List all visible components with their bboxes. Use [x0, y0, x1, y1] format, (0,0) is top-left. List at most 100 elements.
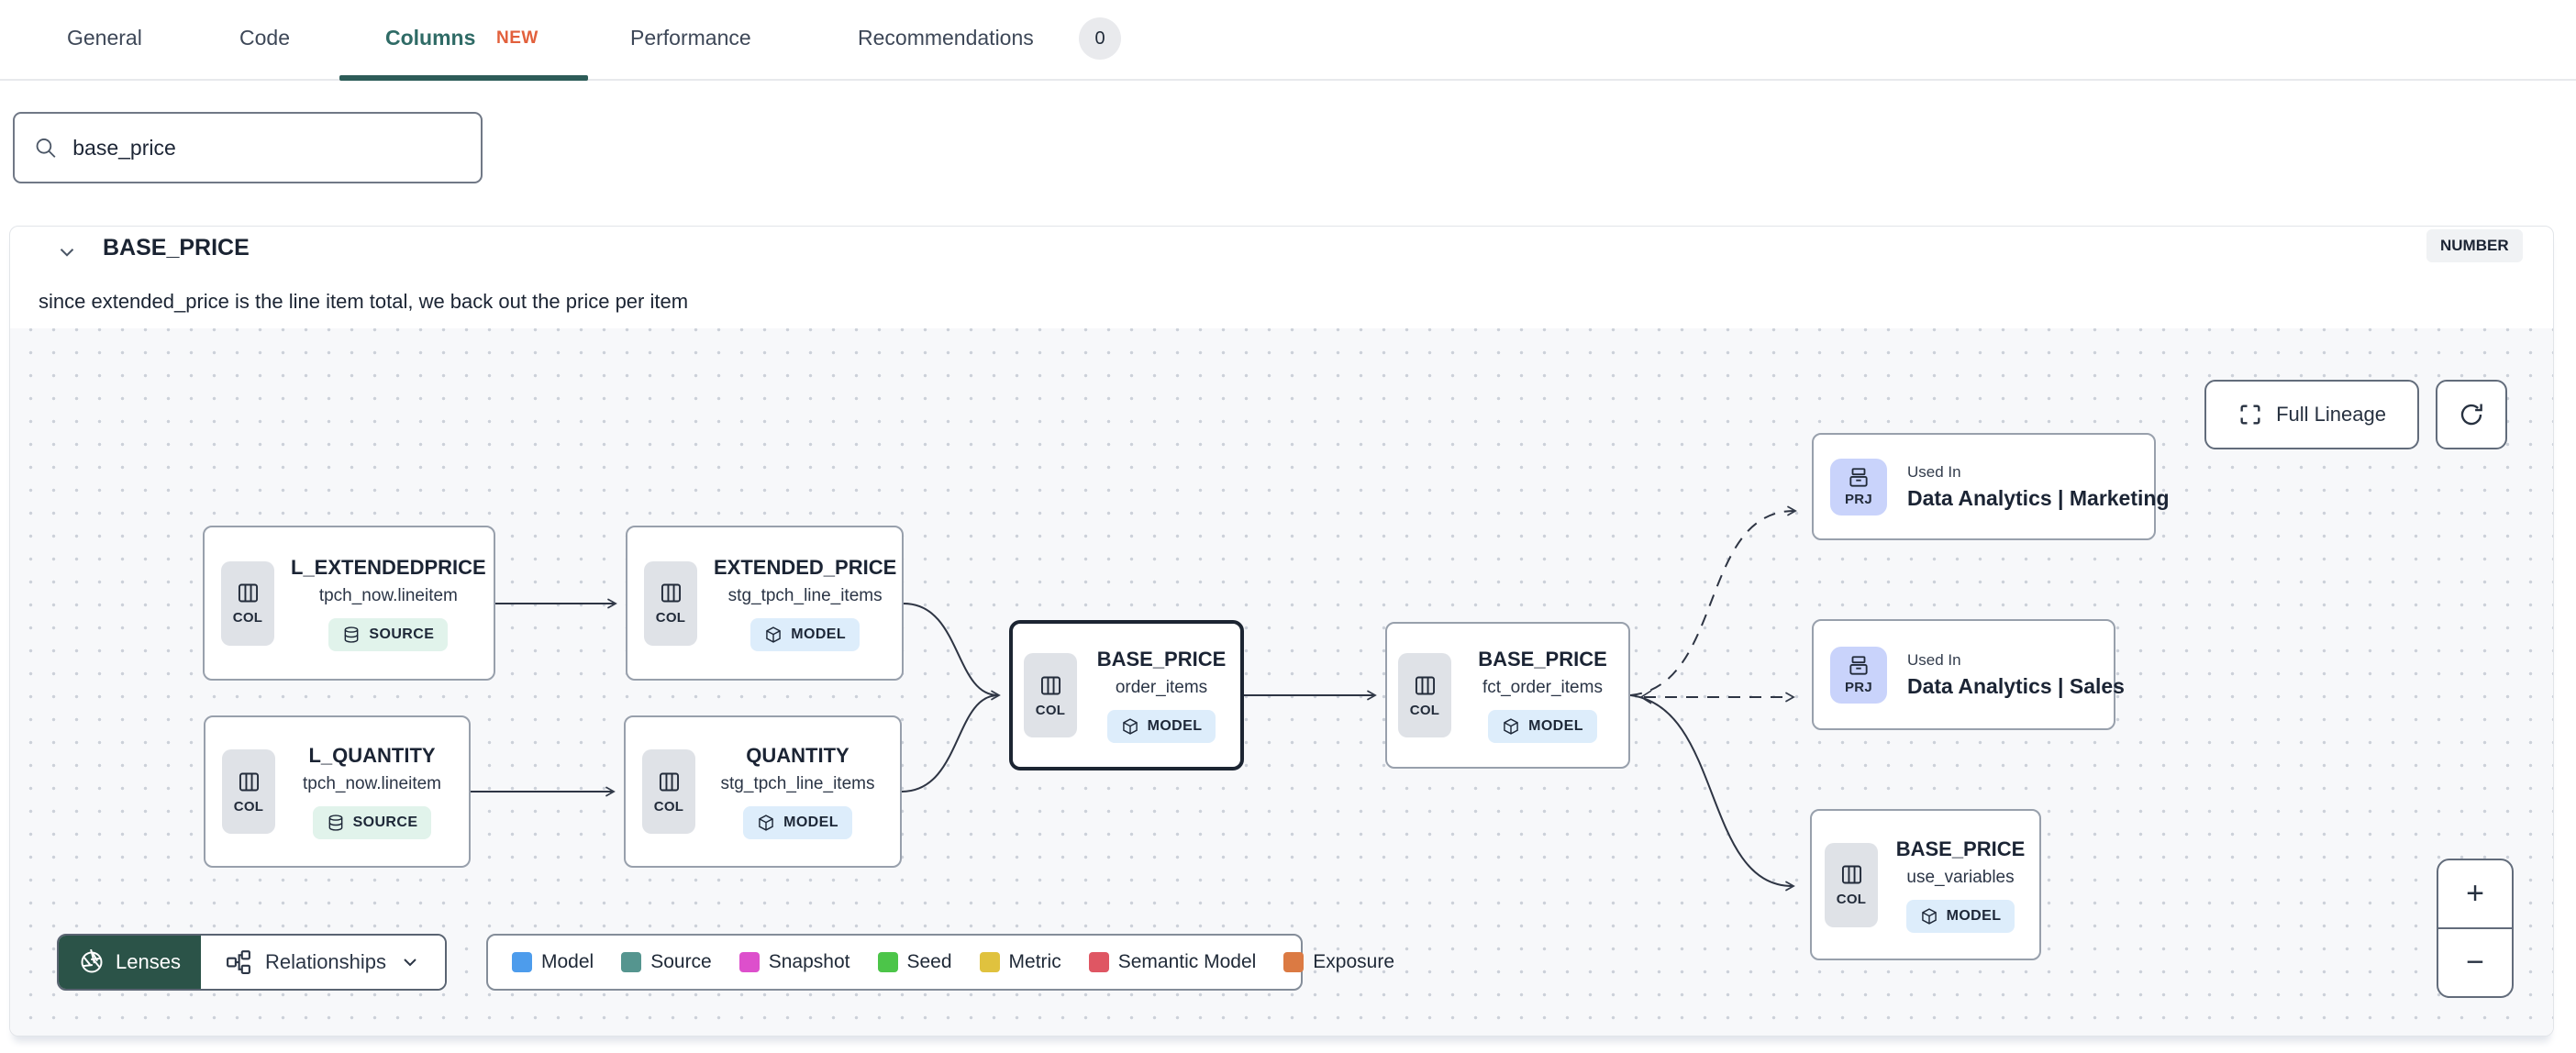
- node-type-label: COL: [232, 610, 263, 626]
- node-text: BASE_PRICE use_variables MODEL: [1894, 837, 2026, 933]
- column-search[interactable]: [13, 112, 483, 183]
- lineage-canvas[interactable]: [10, 328, 2553, 1036]
- database-icon: [345, 626, 359, 643]
- lineage-node-l-quantity[interactable]: COL L_QUANTITY tpch_now.lineitem SOURCE: [204, 715, 471, 868]
- tab-columns-new-badge: NEW: [496, 28, 539, 48]
- lineage-node-base-price-order-items[interactable]: COL BASE_PRICE order_items MODEL: [1009, 620, 1244, 770]
- cube-icon: [1921, 907, 1937, 925]
- model-badge: MODEL: [750, 617, 861, 651]
- node-title: EXTENDED_PRICE: [714, 555, 897, 579]
- legend-item-source: Source: [621, 951, 712, 973]
- lineage-node-base-price-use-variables[interactable]: COL BASE_PRICE use_variables MODEL: [1810, 809, 2041, 960]
- tab-columns[interactable]: Columns: [385, 26, 476, 50]
- node-type-label: PRJ: [1844, 492, 1873, 507]
- node-subtitle: stg_tpch_line_items: [727, 585, 883, 605]
- model-badge: MODEL: [1488, 710, 1597, 743]
- node-subtitle: fct_order_items: [1482, 678, 1603, 697]
- node-title: BASE_PRICE: [1895, 837, 2026, 860]
- legend-item-model: Model: [512, 951, 594, 973]
- legend-label: Metric: [1008, 951, 1061, 972]
- node-title: Data Analytics | Sales: [1907, 673, 2125, 698]
- legend-label: Model: [541, 951, 594, 972]
- source-badge: SOURCE: [328, 617, 449, 651]
- chevron-down-icon: [404, 959, 416, 967]
- relationships-label: Relationships: [264, 950, 387, 973]
- column-icon-box: COL: [642, 749, 695, 834]
- column-icon-box: COL: [1024, 653, 1077, 737]
- node-title: BASE_PRICE: [1478, 648, 1607, 671]
- node-title: BASE_PRICE: [1096, 648, 1227, 671]
- badge-label: MODEL: [1528, 718, 1583, 734]
- lineage-node-quantity[interactable]: COL QUANTITY stg_tpch_line_items MODEL: [624, 715, 902, 868]
- cube-icon: [1504, 718, 1518, 735]
- legend-label: Source: [650, 951, 712, 972]
- cube-icon: [766, 626, 782, 643]
- legend-swatch: [621, 952, 642, 972]
- aperture-icon: [81, 949, 103, 973]
- database-icon: [328, 815, 342, 831]
- zoom-out-button[interactable]: −: [2438, 927, 2512, 996]
- column-icon-box: COL: [644, 560, 697, 646]
- legend-item-exposure: Exposure: [1283, 951, 1394, 973]
- node-title: Data Analytics | Marketing: [1907, 485, 2170, 510]
- lenses-label: Lenses: [116, 950, 181, 973]
- active-tab-underline: [339, 75, 588, 81]
- columns-icon: [1040, 676, 1060, 694]
- legend-item-seed: Seed: [877, 951, 952, 973]
- project-icon-box: PRJ: [1830, 646, 1887, 704]
- search-input[interactable]: [72, 135, 462, 161]
- node-text: EXTENDED_PRICE stg_tpch_line_items MODEL: [714, 556, 896, 651]
- node-type-legend: Model Source Snapshot Seed Metric Semant…: [486, 934, 1394, 991]
- lineage-node-used-in-marketing[interactable]: PRJ Used In Data Analytics | Marketing: [1812, 433, 2170, 540]
- legend-swatch: [738, 952, 760, 972]
- node-type-label: COL: [653, 798, 684, 815]
- full-lineage-label: Full Lineage: [2276, 403, 2386, 426]
- lineage-node-used-in-sales[interactable]: PRJ Used In Data Analytics | Sales: [1812, 619, 2125, 730]
- lineage-node-base-price-fct-order-items[interactable]: COL BASE_PRICE fct_order_items MODEL: [1385, 622, 1630, 769]
- columns-icon: [659, 772, 679, 791]
- badge-label: MODEL: [1946, 907, 2002, 924]
- refresh-icon: [2460, 404, 2482, 426]
- lineage-node-extended-price[interactable]: COL EXTENDED_PRICE stg_tpch_line_items M…: [626, 526, 904, 681]
- node-text: Used In Data Analytics | Sales: [1907, 651, 2125, 699]
- legend-label: Snapshot: [768, 951, 850, 972]
- node-title: QUANTITY: [746, 744, 849, 767]
- column-icon-box: COL: [222, 749, 275, 834]
- node-type-label: COL: [233, 798, 264, 815]
- column-description: since extended_price is the line item to…: [39, 290, 689, 313]
- cube-icon: [1122, 718, 1138, 735]
- columns-icon: [239, 772, 259, 791]
- recommendations-count-badge: 0: [1079, 17, 1121, 60]
- node-title: L_QUANTITY: [308, 744, 436, 767]
- tab-performance[interactable]: Performance: [630, 26, 751, 50]
- tab-bar: General Code Columns NEW Performance Rec…: [0, 0, 2576, 81]
- relationships-dropdown[interactable]: Relationships: [200, 936, 446, 989]
- tab-code[interactable]: Code: [239, 26, 290, 50]
- columns-icon: [238, 583, 258, 603]
- model-badge: MODEL: [1905, 899, 2015, 933]
- full-lineage-button[interactable]: Full Lineage: [2204, 380, 2419, 449]
- column-title: BASE_PRICE: [103, 235, 250, 260]
- model-badge: MODEL: [743, 806, 852, 839]
- node-subtitle: order_items: [1115, 678, 1208, 697]
- node-type-label: COL: [655, 610, 686, 626]
- project-stack-icon: [1849, 656, 1868, 675]
- node-text: L_QUANTITY tpch_now.lineitem SOURCE: [292, 744, 452, 839]
- zoom-in-button[interactable]: +: [2466, 876, 2484, 911]
- node-subtitle: stg_tpch_line_items: [720, 774, 875, 793]
- legend-swatch: [877, 952, 898, 972]
- columns-icon: [1841, 865, 1861, 884]
- project-icon-box: PRJ: [1830, 458, 1887, 515]
- legend-label: Seed: [906, 951, 952, 972]
- node-text: QUANTITY stg_tpch_line_items MODEL: [712, 744, 883, 839]
- node-title: L_EXTENDEDPRICE: [291, 555, 486, 579]
- tab-general[interactable]: General: [67, 26, 142, 50]
- node-type-label: COL: [1836, 892, 1867, 907]
- collapse-chevron-icon[interactable]: [55, 240, 79, 264]
- lineage-node-l-extendedprice[interactable]: COL L_EXTENDEDPRICE tpch_now.lineitem SO…: [203, 526, 495, 681]
- refresh-button[interactable]: [2436, 380, 2507, 449]
- tab-recommendations[interactable]: Recommendations: [858, 26, 1034, 50]
- legend-label: Exposure: [1313, 951, 1395, 972]
- lenses-button[interactable]: Lenses: [59, 936, 201, 989]
